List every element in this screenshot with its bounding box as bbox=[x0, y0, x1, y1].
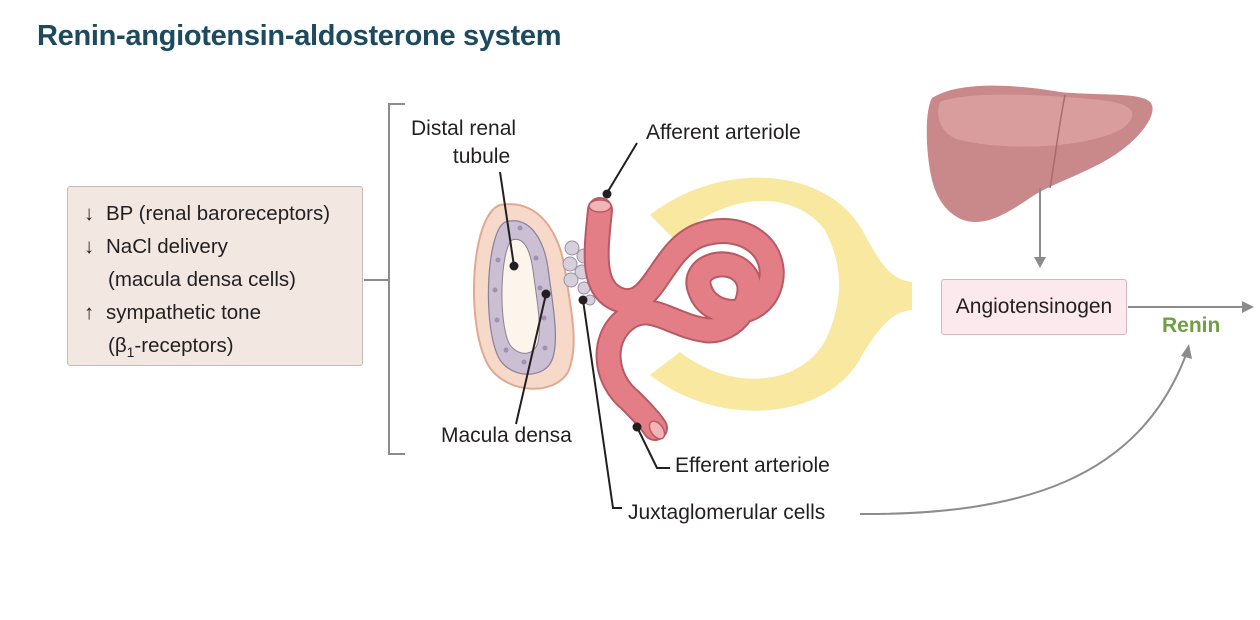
liver-icon bbox=[926, 85, 1153, 222]
stimulus-sympathetic-detail: (β1-receptors) bbox=[108, 334, 234, 360]
page-title: Renin-angiotensin-aldosterone system bbox=[37, 20, 562, 52]
angiotensinogen-arrow bbox=[1128, 301, 1254, 313]
bracket bbox=[364, 103, 405, 455]
stimulus-nacl-detail: (macula densa cells) bbox=[108, 268, 296, 291]
stimuli-box: ↓BP (renal baroreceptors) ↓NaCl delivery… bbox=[67, 186, 363, 366]
stimulus-bp: ↓BP (renal baroreceptors) bbox=[84, 197, 362, 230]
down-arrow-icon: ↓ bbox=[84, 202, 95, 225]
down-arrow-icon: ↓ bbox=[84, 235, 95, 258]
glomerulus-icon bbox=[583, 197, 785, 441]
label-efferent-arteriole: Efferent arteriole bbox=[675, 454, 830, 477]
label-renin: Renin bbox=[1162, 314, 1221, 337]
angiotensinogen-box: Angiotensinogen bbox=[941, 279, 1127, 335]
up-arrow-icon: ↑ bbox=[84, 301, 95, 324]
bowman-capsule bbox=[650, 177, 912, 411]
label-distal-renal-tubule: Distal renal tubule bbox=[411, 117, 517, 168]
liver-arrow bbox=[1034, 188, 1046, 268]
leader-lines bbox=[499, 142, 670, 509]
label-juxtaglomerular-cells: Juxtaglomerular cells bbox=[628, 501, 826, 524]
renin-arrow bbox=[859, 344, 1192, 516]
stimulus-nacl: ↓NaCl delivery bbox=[84, 230, 362, 263]
stimulus-sympathetic: ↑sympathetic tone bbox=[84, 296, 362, 329]
kidney-tubule-icon bbox=[472, 203, 575, 390]
leader-dots bbox=[509, 189, 642, 432]
label-afferent-arteriole: Afferent arteriole bbox=[646, 121, 801, 144]
label-macula-densa: Macula densa bbox=[441, 424, 572, 447]
